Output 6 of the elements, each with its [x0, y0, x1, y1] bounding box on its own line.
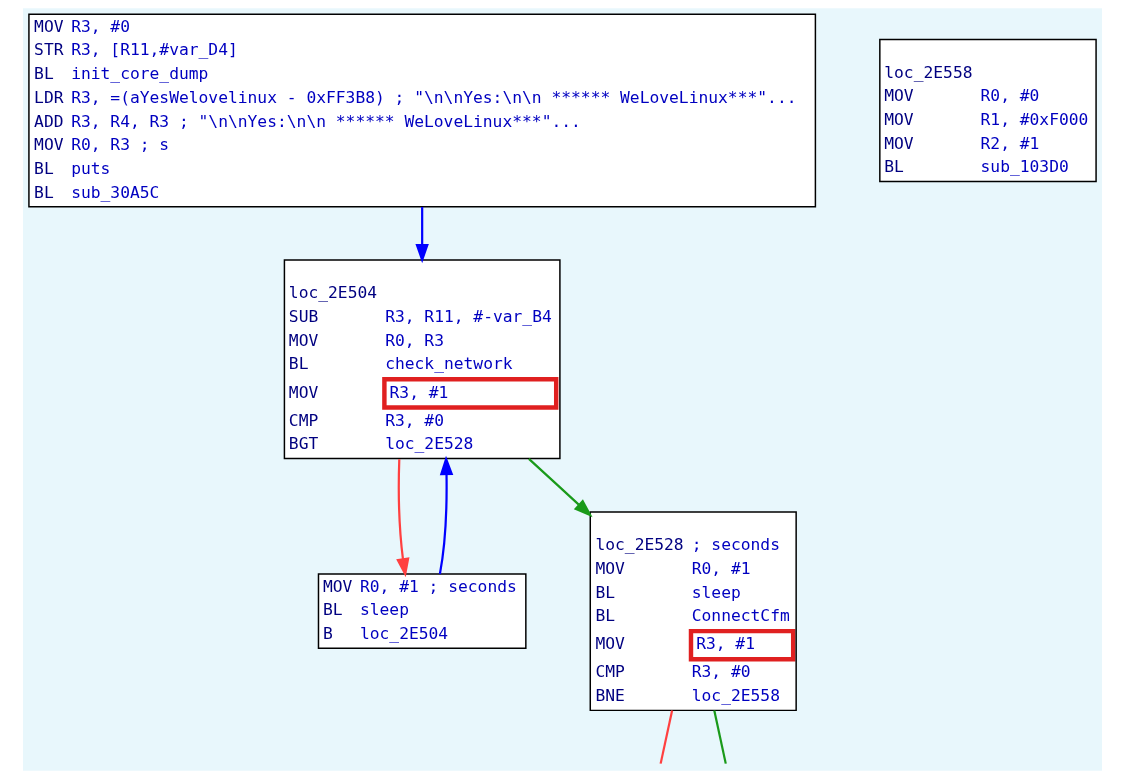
connector [659, 710, 674, 764]
arrow [528, 458, 593, 518]
arrow [396, 459, 410, 578]
arrow [438, 455, 454, 575]
arrow [415, 207, 429, 264]
connector [713, 710, 727, 764]
